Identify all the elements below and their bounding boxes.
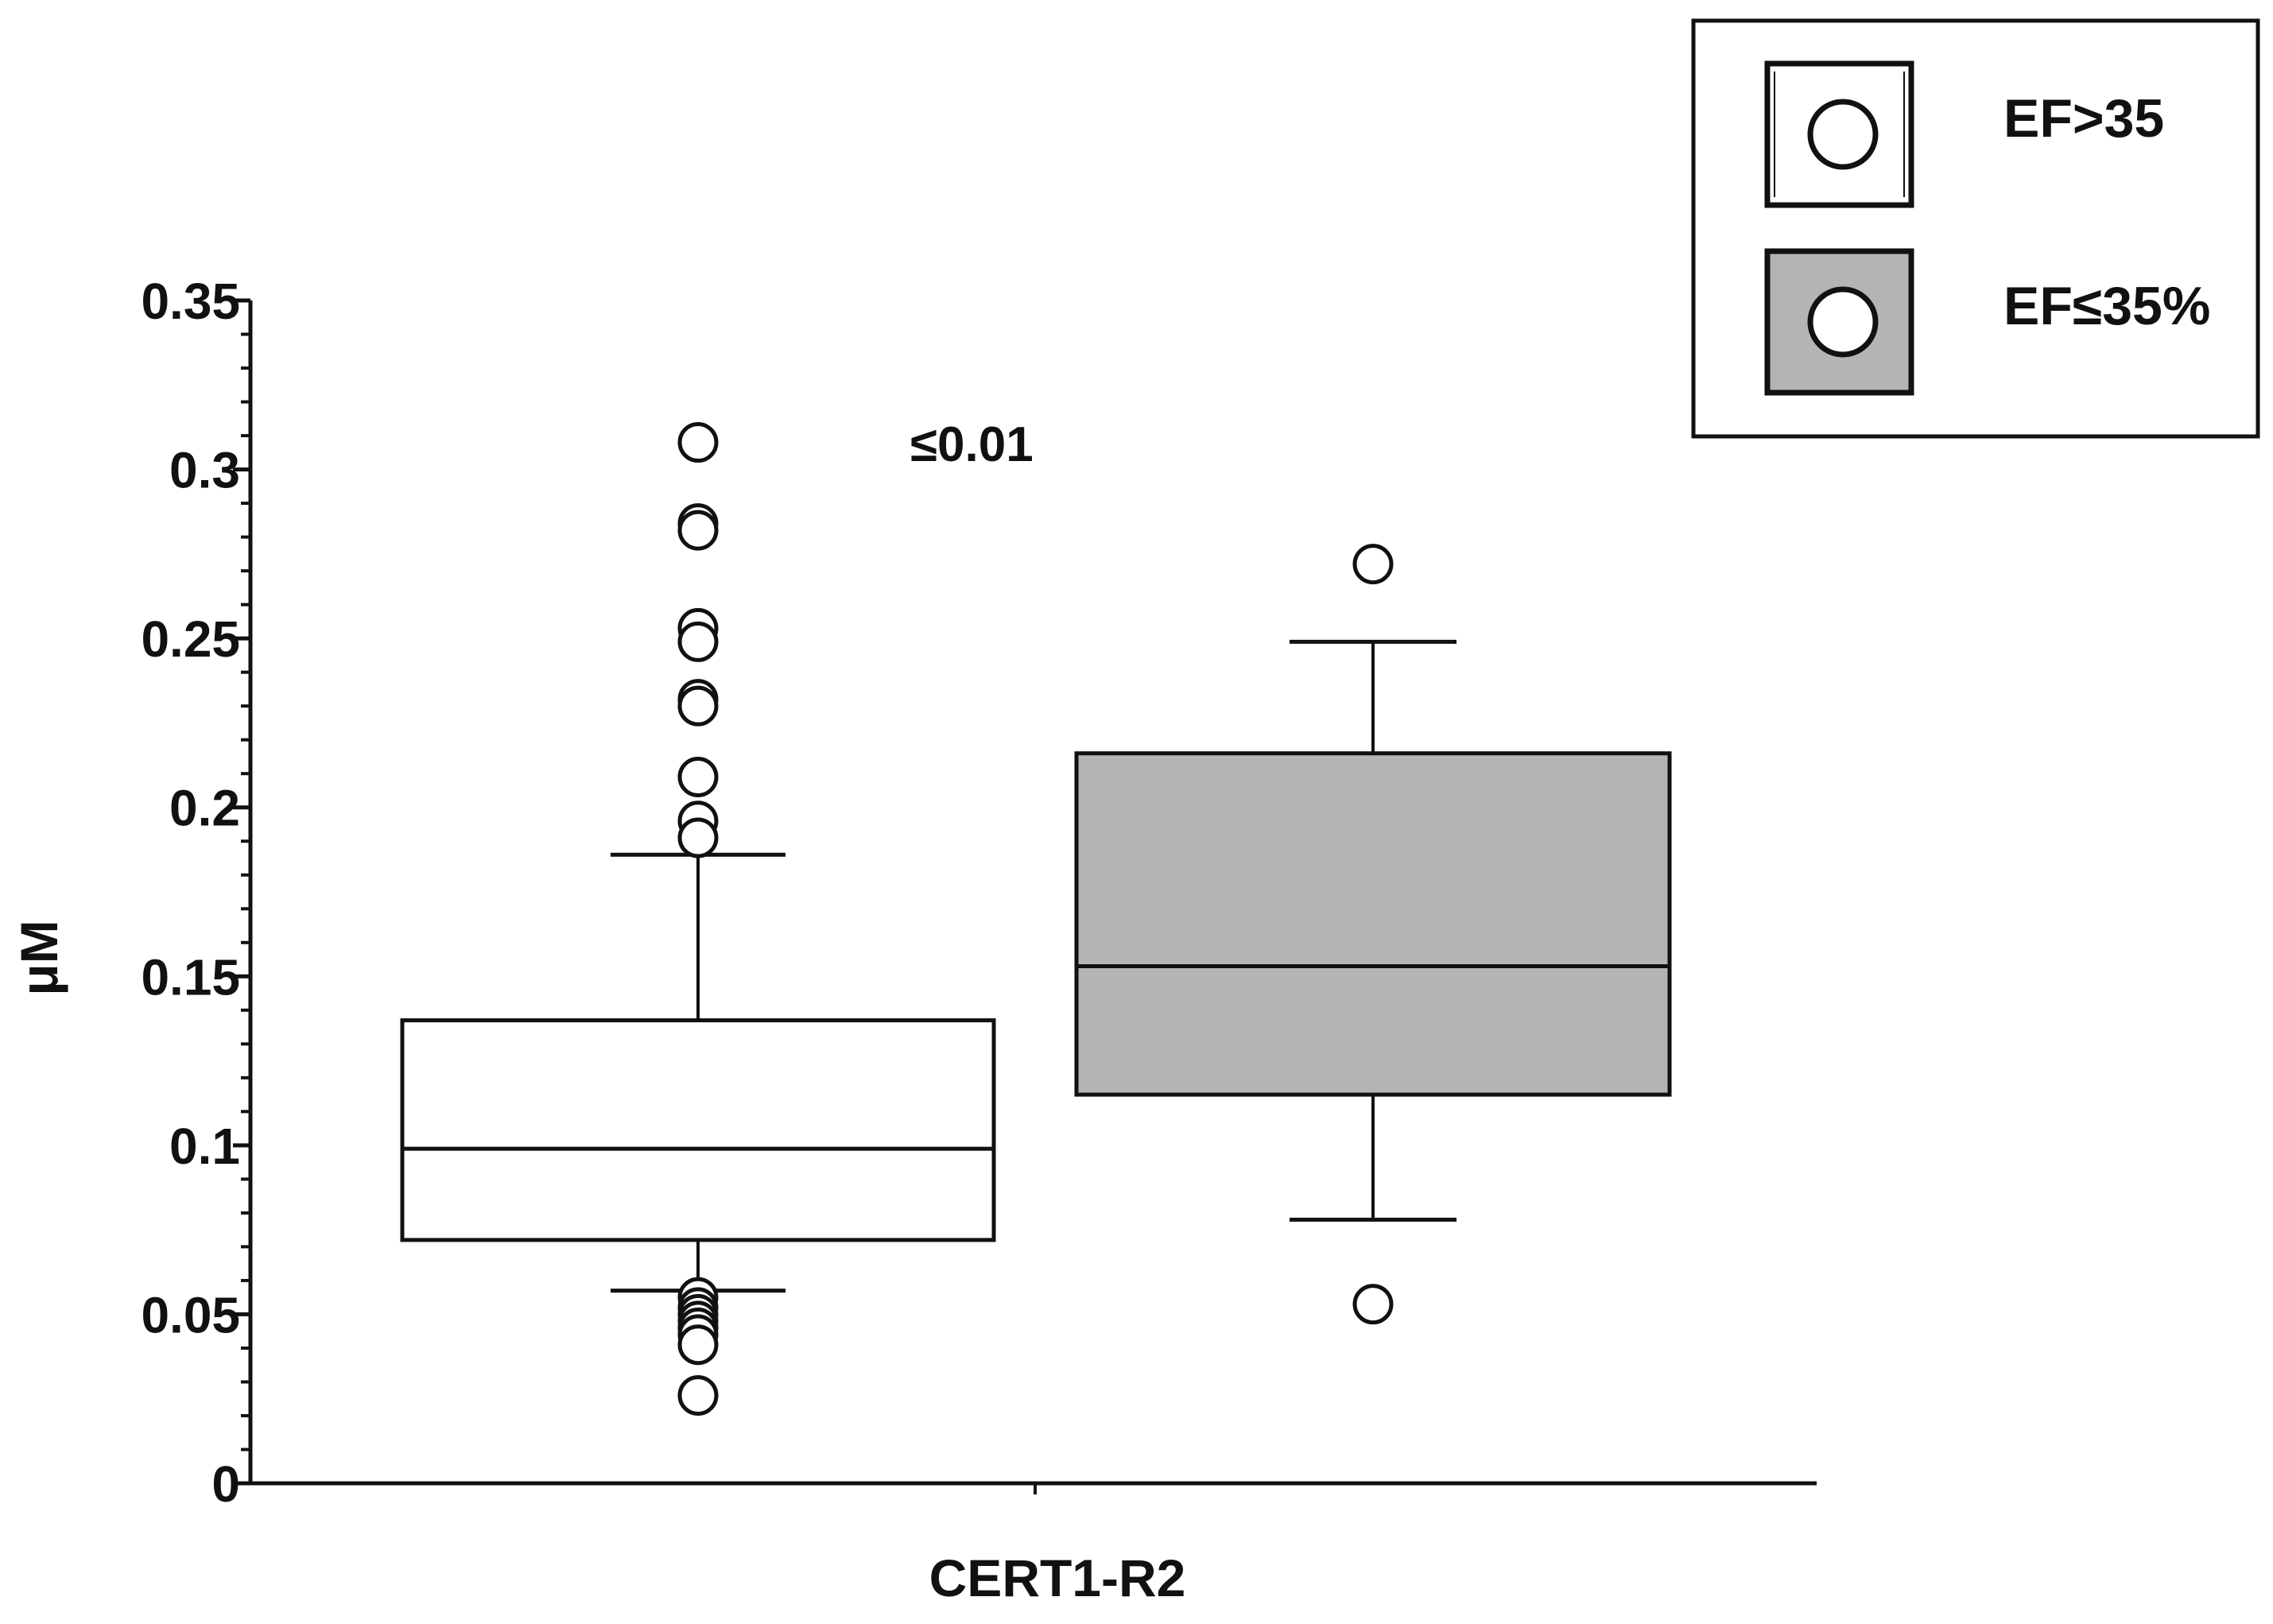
y-tick-label: 0.1 (169, 1118, 240, 1175)
legend-label: EF>35 (2003, 88, 2164, 149)
outlier-point (1352, 1284, 1394, 1325)
outlier-point (677, 510, 719, 551)
y-tick-label: 0.2 (169, 780, 240, 837)
outlier-point (677, 1374, 719, 1416)
outlier-point (677, 685, 719, 727)
y-tick-label: 0.3 (169, 442, 240, 499)
legend-item-1: EF>35 (1764, 60, 2164, 208)
box-iqr (400, 1018, 996, 1242)
legend-marker-circle (1807, 99, 1879, 170)
legend-swatch (1764, 248, 1914, 396)
outlier-point (677, 756, 719, 797)
significance-annotation: ≤0.01 (910, 417, 1034, 472)
y-tick-label: 0.15 (141, 948, 240, 1006)
x-axis (249, 1481, 1817, 1494)
box-2 (1074, 544, 1672, 1325)
box-iqr (1074, 751, 1672, 1097)
legend-marker-circle (1807, 286, 1879, 358)
plot-area (400, 422, 1672, 1416)
y-tick-label: 0.25 (141, 610, 240, 668)
outlier-point (1352, 544, 1394, 585)
y-axis: 0 0.05 0.1 0.15 0.2 0.25 0.3 0.35 (141, 273, 253, 1513)
box-1 (400, 422, 996, 1416)
x-axis-title: CERT1-R2 (929, 1548, 1186, 1607)
y-tick-label: 0.35 (141, 273, 240, 330)
outlier-point (677, 621, 719, 662)
outlier-point (677, 1324, 719, 1366)
y-axis-title: μM (10, 920, 68, 995)
outlier-point (677, 422, 719, 463)
outlier-point (677, 817, 719, 859)
y-tick-label: 0.05 (141, 1286, 240, 1343)
legend-label: EF≤35% (2003, 276, 2210, 336)
y-tick-label: 0 (211, 1455, 240, 1513)
legend-item-2: EF≤35% (1764, 248, 2210, 396)
